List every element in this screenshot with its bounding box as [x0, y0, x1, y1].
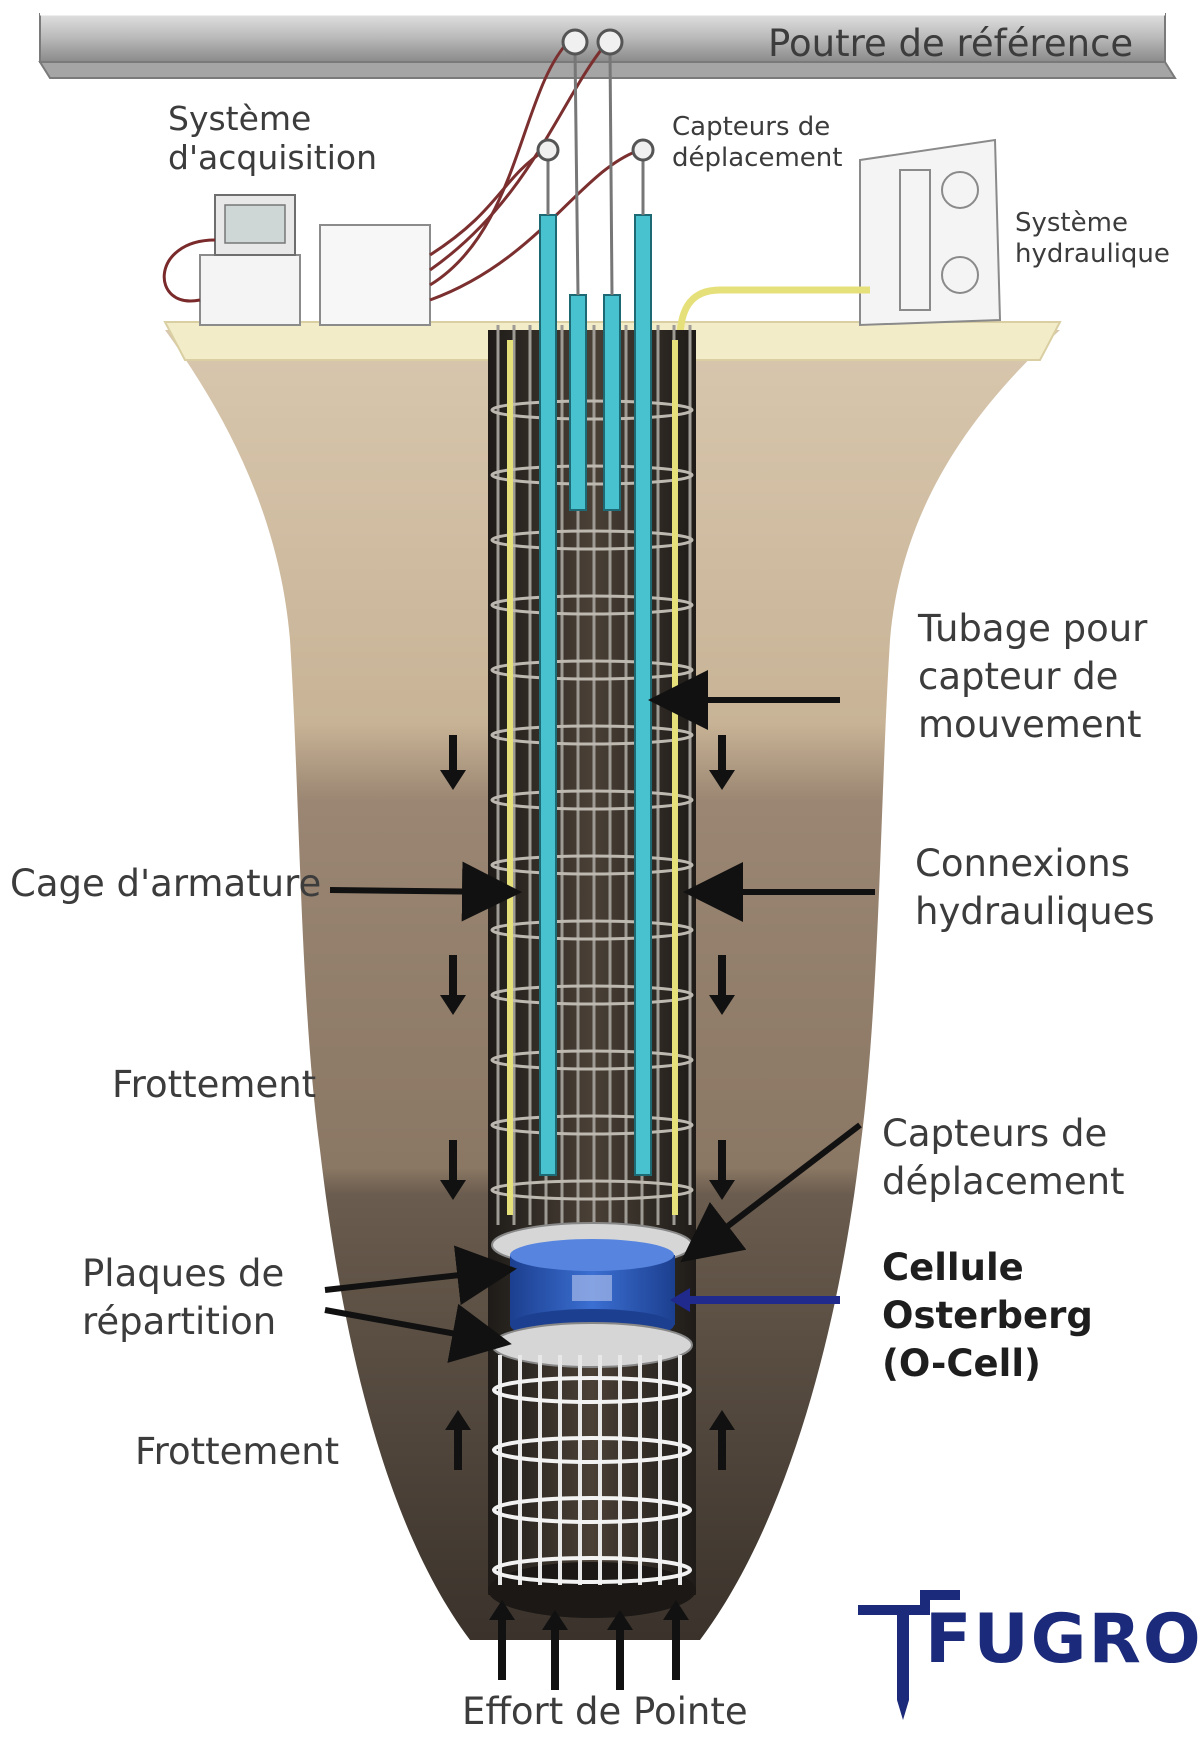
rebar-ring — [490, 594, 694, 616]
friction-arrow-up-head — [709, 1410, 735, 1430]
tip-arrow-head — [663, 1600, 689, 1620]
osterberg-cell — [510, 1239, 675, 1341]
friction-arrows-up — [445, 1410, 735, 1470]
friction-arrow-down-head — [709, 995, 735, 1015]
leader-plate-top — [324, 1245, 517, 1306]
hydraulic-connections-label: Connexions hydrauliques — [915, 842, 1155, 934]
rebar-ring — [490, 984, 694, 1006]
tip-arrow-head — [607, 1610, 633, 1630]
lower-rebar-cage — [492, 1355, 692, 1585]
friction-lower-label: Frottement — [135, 1430, 340, 1473]
rebar-ring — [490, 529, 694, 551]
friction-upper-label: Frottement — [112, 1063, 317, 1106]
rebar-ring — [490, 789, 694, 811]
reinforcement-cage-label: Cage d'armature — [10, 862, 322, 905]
rebar-ring — [490, 1179, 694, 1201]
hydraulic-system — [859, 138, 1002, 327]
tip-arrow-head — [489, 1600, 515, 1620]
displacement-sensors-top-label: Capteurs de déplacement — [672, 112, 843, 173]
rebar-ring — [490, 464, 694, 486]
leader-cage-armature — [329, 861, 522, 922]
lower-rebar-ring — [492, 1556, 692, 1584]
rebar-ring — [490, 399, 694, 421]
rebar-ring — [490, 724, 694, 746]
friction-arrow-down-head — [709, 1180, 735, 1200]
friction-arrow-down-head — [440, 1180, 466, 1200]
sensor-casing-label: Tubage pour capteur de mouvement — [918, 607, 1148, 747]
hydraulic-connections — [507, 340, 678, 1215]
fugro-logo-text: FUGRO — [925, 1600, 1200, 1679]
sensor-rods — [546, 49, 645, 296]
beam-sensor-heads — [536, 28, 655, 162]
rebar-rings — [490, 399, 694, 1201]
displacement-sensors-bottom-label: Capteurs de déplacement — [882, 1112, 1125, 1204]
leader-plate-bottom — [324, 1303, 512, 1363]
osterberg-cell-label: Cellule Osterberg (O-Cell) — [882, 1246, 1093, 1386]
fugro-logo — [858, 1590, 960, 1720]
tip-arrow-head — [542, 1610, 568, 1630]
sensor-tubes — [539, 214, 652, 1176]
rebar-ring — [490, 1049, 694, 1071]
lower-rebar-ring — [492, 1496, 692, 1524]
hydraulic-system-label: Système hydraulique — [1015, 208, 1170, 269]
lower-rebar-ring — [492, 1436, 692, 1464]
lower-rebar-ring — [492, 1376, 692, 1404]
acquisition-system-label: Système d'acquisition — [168, 99, 377, 177]
rebar-ring — [490, 919, 694, 941]
leader-osterberg-head — [670, 1288, 690, 1312]
friction-arrow-down-head — [440, 770, 466, 790]
tip-resistance-label: Effort de Pointe — [462, 1690, 748, 1733]
rebar-ring — [490, 1114, 694, 1136]
friction-arrow-down-head — [709, 770, 735, 790]
leader-arrows — [324, 670, 875, 1363]
friction-arrow-up-head — [445, 1410, 471, 1430]
friction-arrows-down — [440, 735, 735, 1200]
distribution-plates-label: Plaques de répartition — [82, 1252, 285, 1344]
leader-displacement-sensors — [680, 1122, 862, 1263]
acquisition-system — [162, 194, 431, 326]
tip-resistance-arrows — [489, 1600, 689, 1690]
friction-arrow-down-head — [440, 995, 466, 1015]
reference-beam-label: Poutre de référence — [768, 22, 1134, 65]
